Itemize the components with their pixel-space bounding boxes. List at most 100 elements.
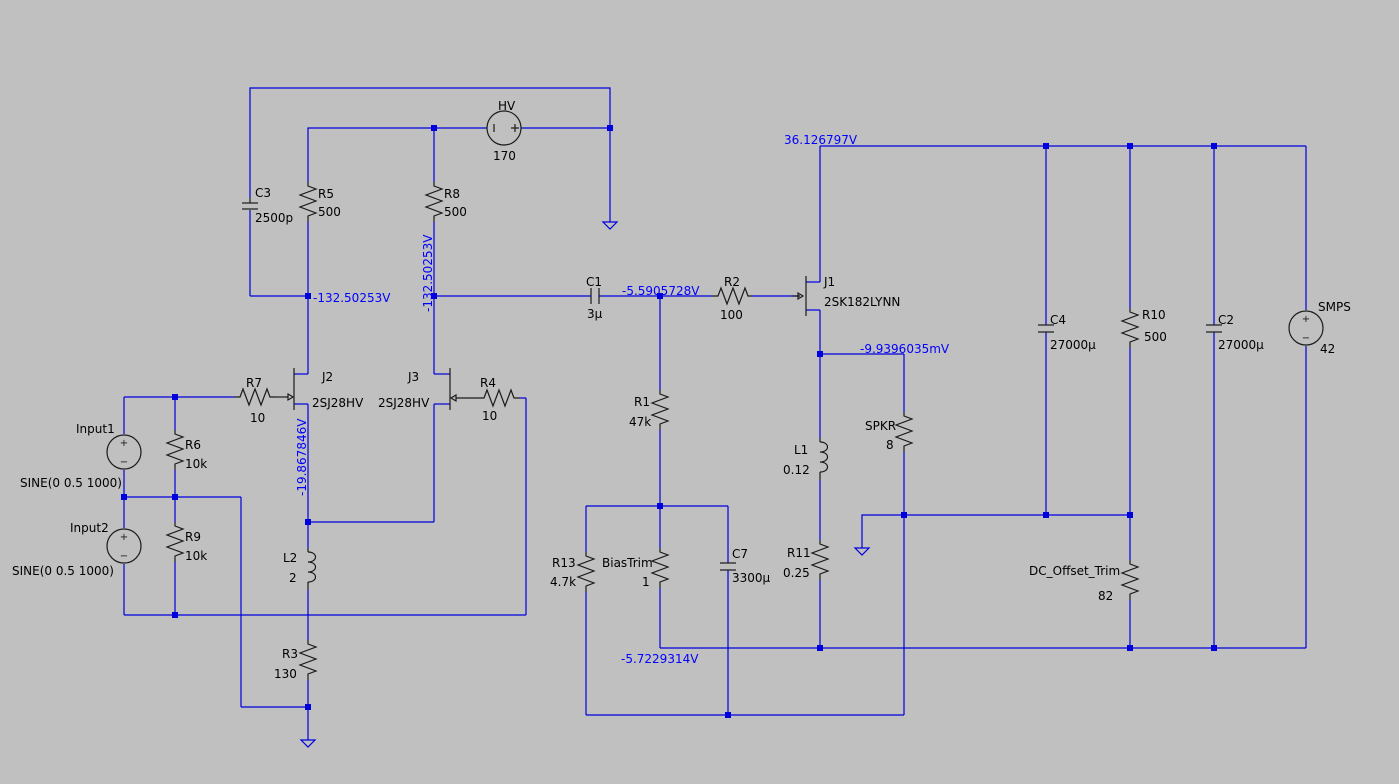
- c3-name-label: C3: [255, 186, 271, 200]
- c2-capacitor[interactable]: [1206, 324, 1222, 333]
- svg-text:+: +: [1302, 314, 1310, 325]
- junction-dot: [1127, 143, 1133, 149]
- c4-value-label: 27000µ: [1050, 338, 1096, 352]
- smps-voltage-source[interactable]: + −: [1288, 310, 1324, 346]
- wire-top-loop: [249, 87, 611, 198]
- r9-resistor[interactable]: [165, 522, 185, 562]
- ground-symbol: [601, 221, 619, 230]
- junction-dot: [817, 351, 823, 357]
- input2-voltage-source[interactable]: + −: [106, 528, 142, 564]
- c3-capacitor[interactable]: [242, 198, 258, 210]
- hv-name-label: HV: [498, 99, 516, 113]
- junction-dot: [172, 612, 178, 618]
- svg-text:−: −: [1302, 333, 1310, 344]
- j2-value-label: 2SJ28HV: [312, 396, 364, 410]
- input1-value-label: SINE(0 0.5 1000): [20, 476, 122, 490]
- wires: [123, 87, 1307, 740]
- c7-capacitor[interactable]: [720, 562, 736, 571]
- spkr-name-label: SPKR: [865, 419, 896, 433]
- junction-dot: [657, 293, 663, 299]
- voltage-j1-source: -9.9396035mV: [860, 342, 950, 356]
- j2-jfet[interactable]: [276, 368, 295, 410]
- r8-resistor[interactable]: [424, 182, 444, 222]
- voltage-bottom-rail: -5.7229314V: [621, 652, 699, 666]
- c3-value-label: 2500p: [255, 211, 293, 225]
- svg-text:+: +: [120, 438, 128, 449]
- junction-dot: [172, 494, 178, 500]
- r4-name-label: R4: [480, 376, 496, 390]
- r9-name-label: R9: [185, 530, 201, 544]
- r10-resistor[interactable]: [1120, 308, 1140, 348]
- voltage-j2-source: -19.867846V: [295, 418, 309, 496]
- r9-value-label: 10k: [185, 549, 207, 563]
- hv-voltage-source[interactable]: [486, 110, 522, 146]
- biastrim-name-label: BiasTrim: [602, 556, 653, 570]
- j3-jfet[interactable]: [449, 368, 478, 410]
- r2-name-label: R2: [724, 275, 740, 289]
- r6-name-label: R6: [185, 438, 201, 452]
- junction-dot: [121, 494, 127, 500]
- junction-dot: [1127, 645, 1133, 651]
- c1-capacitor[interactable]: [590, 288, 600, 304]
- svg-text:+: +: [120, 532, 128, 543]
- l1-name-label: L1: [794, 443, 808, 457]
- j3-value-label: 2SJ28HV: [378, 396, 430, 410]
- junction-dot: [1211, 143, 1217, 149]
- r10-name-label: R10: [1142, 308, 1166, 322]
- c1-value-label: 3µ: [587, 307, 603, 321]
- r5-name-label: R5: [318, 187, 334, 201]
- voltage-j3-drain: -132.50253V: [421, 234, 435, 312]
- spkr-resistor[interactable]: [894, 412, 914, 452]
- r11-value-label: 0.25: [783, 566, 810, 580]
- r1-resistor[interactable]: [650, 390, 670, 430]
- junctions: [121, 125, 1217, 718]
- junction-dot: [305, 704, 311, 710]
- r5-resistor[interactable]: [298, 182, 318, 222]
- junction-dot: [657, 503, 663, 509]
- input2-name-label: Input2: [70, 521, 109, 535]
- r4-value-label: 10: [482, 409, 497, 423]
- c7-name-label: C7: [732, 547, 748, 561]
- l1-value-label: 0.12: [783, 463, 810, 477]
- junction-dot: [1043, 512, 1049, 518]
- dc-offset-trim-resistor[interactable]: [1120, 560, 1140, 600]
- j3-name-label: J3: [407, 370, 419, 384]
- svg-text:−: −: [120, 551, 128, 562]
- r13-value-label: 4.7k: [550, 575, 576, 589]
- r4-resistor[interactable]: [478, 388, 520, 408]
- r11-resistor[interactable]: [810, 540, 830, 580]
- r7-resistor[interactable]: [234, 387, 276, 407]
- c2-value-label: 27000µ: [1218, 338, 1264, 352]
- r13-name-label: R13: [552, 556, 576, 570]
- j1-jfet[interactable]: [792, 276, 807, 316]
- ground-symbol: [853, 547, 871, 556]
- junction-dot: [305, 293, 311, 299]
- biastrim-value-label: 1: [642, 575, 650, 589]
- r3-name-label: R3: [282, 647, 298, 661]
- junction-dot: [607, 125, 613, 131]
- l1-inductor[interactable]: [819, 438, 829, 480]
- r8-name-label: R8: [444, 187, 460, 201]
- r2-value-label: 100: [720, 308, 743, 322]
- c4-capacitor[interactable]: [1038, 324, 1054, 333]
- r11-name-label: R11: [787, 546, 811, 560]
- c4-name-label: C4: [1050, 313, 1066, 327]
- smps-value-label: 42: [1320, 342, 1335, 356]
- smps-name-label: SMPS: [1318, 300, 1351, 314]
- r2-resistor[interactable]: [712, 286, 752, 306]
- ground-symbol: [299, 739, 317, 748]
- r3-value-label: 130: [274, 667, 297, 681]
- wire-mid-ground: [861, 514, 1130, 548]
- junction-dot: [431, 125, 437, 131]
- junction-dot: [725, 712, 731, 718]
- l2-inductor[interactable]: [307, 548, 317, 590]
- r3-resistor[interactable]: [298, 640, 318, 680]
- input1-voltage-source[interactable]: + −: [106, 434, 142, 470]
- l2-value-label: 2: [289, 571, 297, 585]
- junction-dot: [1043, 143, 1049, 149]
- c7-value-label: 3300µ: [732, 571, 771, 585]
- biastrim-resistor[interactable]: [650, 548, 670, 588]
- r6-resistor[interactable]: [165, 430, 185, 470]
- r13-resistor[interactable]: [576, 552, 596, 592]
- spkr-value-label: 8: [886, 438, 894, 452]
